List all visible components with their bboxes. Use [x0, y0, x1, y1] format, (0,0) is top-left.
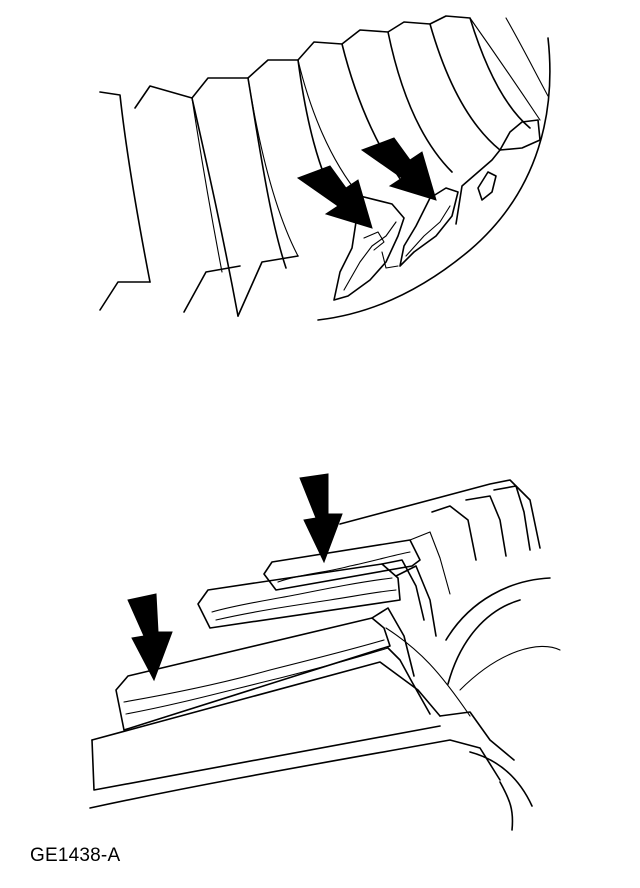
- top-panel-chipped-teeth: [99, 15, 551, 321]
- bottom-panel-worn-teeth: [89, 473, 561, 831]
- arrow-bottom-left: [127, 593, 173, 682]
- arrow-top-left: [296, 165, 373, 229]
- figure-code-label: GE1438-A: [30, 845, 121, 866]
- arrow-bottom-right: [299, 473, 343, 564]
- arrow-top-right: [360, 137, 437, 201]
